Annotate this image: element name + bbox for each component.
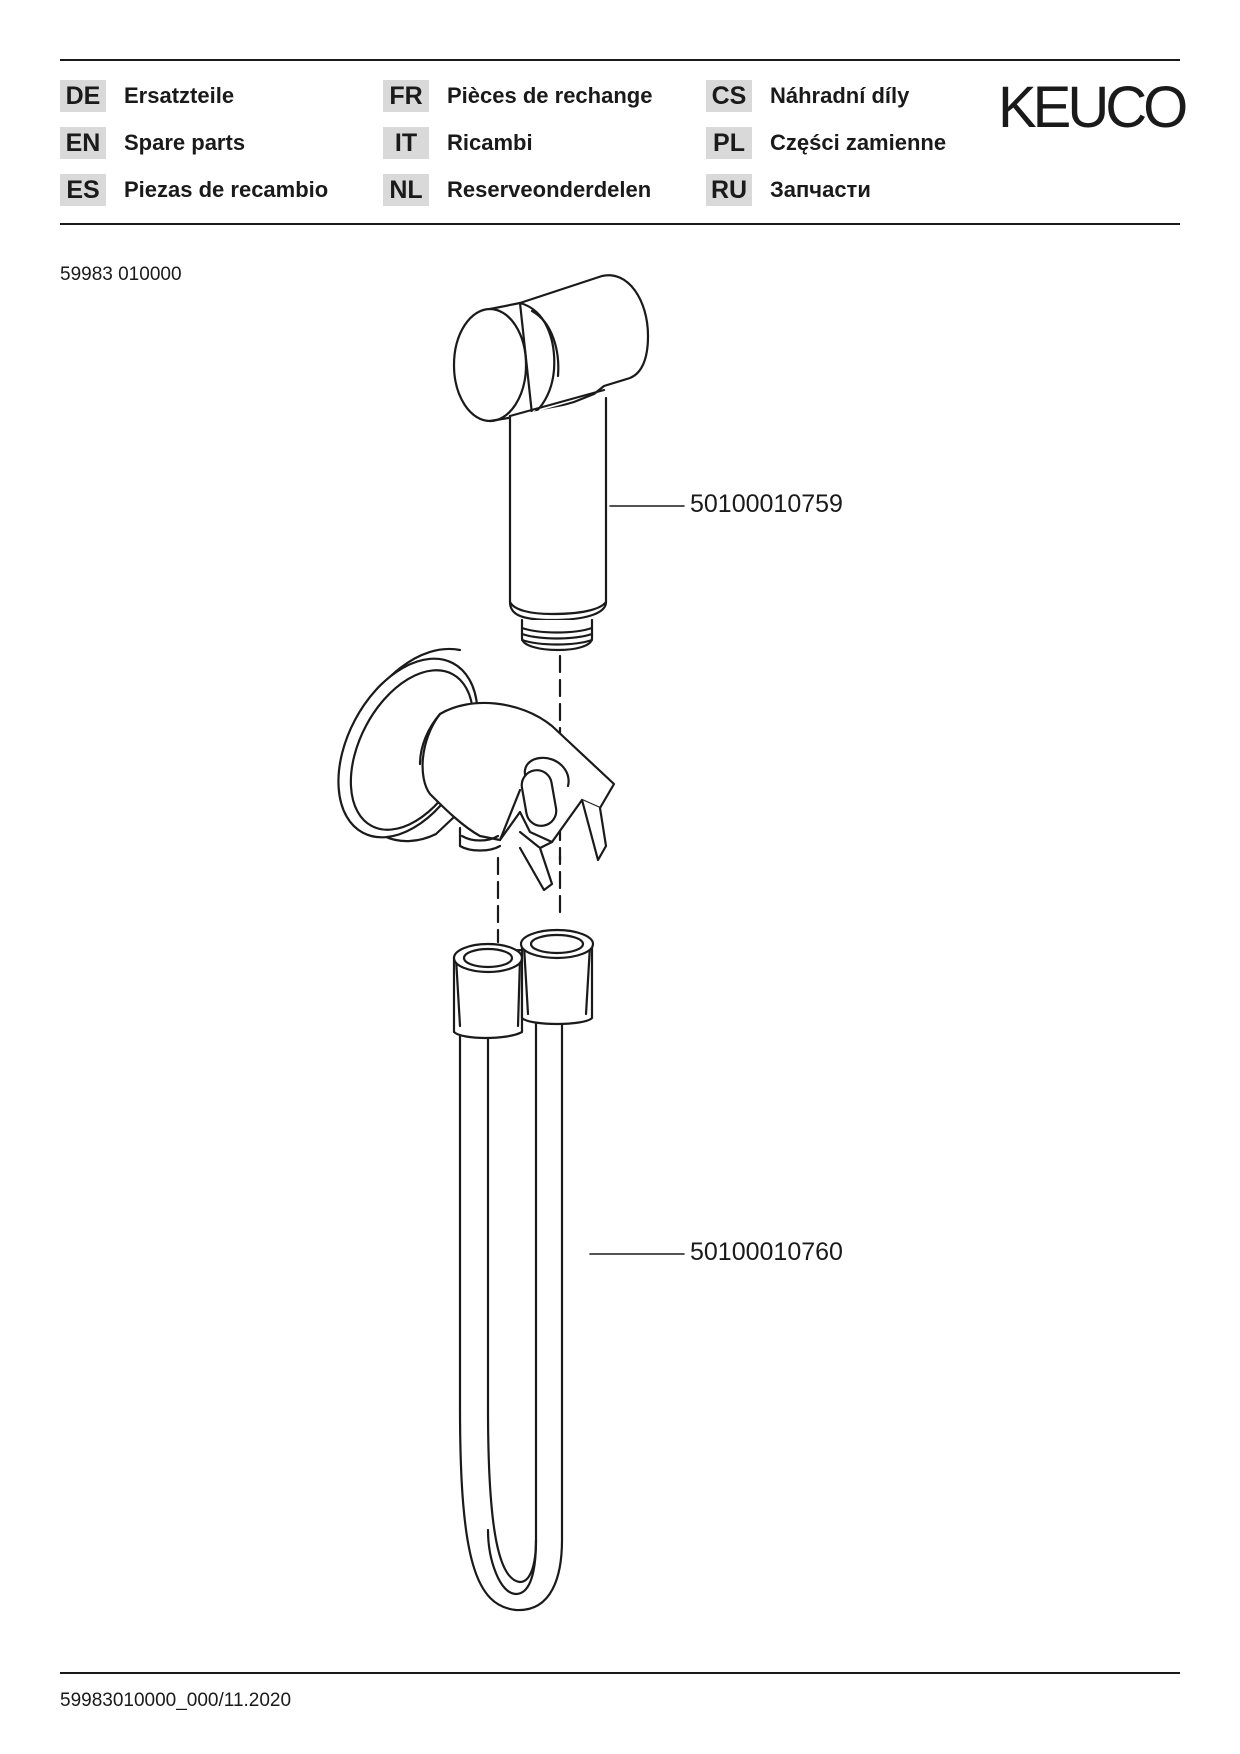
lang-row-it: IT Ricambi <box>383 127 533 159</box>
lang-code: CS <box>706 80 752 112</box>
keuco-logo: KEUCO <box>998 75 1188 140</box>
lang-label: Pièces de rechange <box>447 83 653 108</box>
article-number: 59983 010000 <box>60 264 182 285</box>
lang-label: Náhradní díly <box>770 83 910 108</box>
document-id: 59983010000_000/11.2020 <box>60 1690 292 1711</box>
lang-row-cs: CS Náhradní díly <box>706 80 909 112</box>
lang-row-de: DE Ersatzteile <box>60 80 234 112</box>
lang-row-pl: PL Części zamienne <box>706 127 946 159</box>
lang-label: Spare parts <box>124 130 246 155</box>
lang-row-ru: RU Запчасти <box>706 174 871 206</box>
lang-row-es: ES Piezas de recambio <box>60 174 328 206</box>
lang-code: ES <box>60 174 106 206</box>
wall-bracket-drawing <box>337 647 616 892</box>
lang-row-nl: NL Reserveonderdelen <box>383 174 651 206</box>
top-rule <box>60 59 1180 61</box>
shower-hose-drawing <box>452 928 595 1612</box>
lang-label: Запчасти <box>770 177 871 202</box>
part-number-hose: 50100010760 <box>690 1238 843 1266</box>
lang-code: EN <box>60 127 106 159</box>
lang-label: Części zamienne <box>770 130 947 155</box>
lang-row-en: EN Spare parts <box>60 127 245 159</box>
lang-label: Ersatzteile <box>124 83 235 108</box>
lang-label: Ricambi <box>447 130 533 155</box>
lang-row-fr: FR Pièces de rechange <box>383 80 652 112</box>
footer-rule <box>60 1672 1180 1674</box>
lang-code: PL <box>706 127 752 159</box>
lang-code: IT <box>383 127 429 159</box>
hand-shower-drawing <box>452 274 650 652</box>
lang-code: RU <box>706 174 752 206</box>
lang-code: DE <box>60 80 106 112</box>
header-bottom-rule <box>60 223 1180 225</box>
lang-label: Piezas de recambio <box>124 177 329 202</box>
lang-code: FR <box>383 80 429 112</box>
lang-code: NL <box>383 174 429 206</box>
lang-label: Reserveonderdelen <box>447 177 652 202</box>
part-number-hand-shower: 50100010759 <box>690 490 843 518</box>
